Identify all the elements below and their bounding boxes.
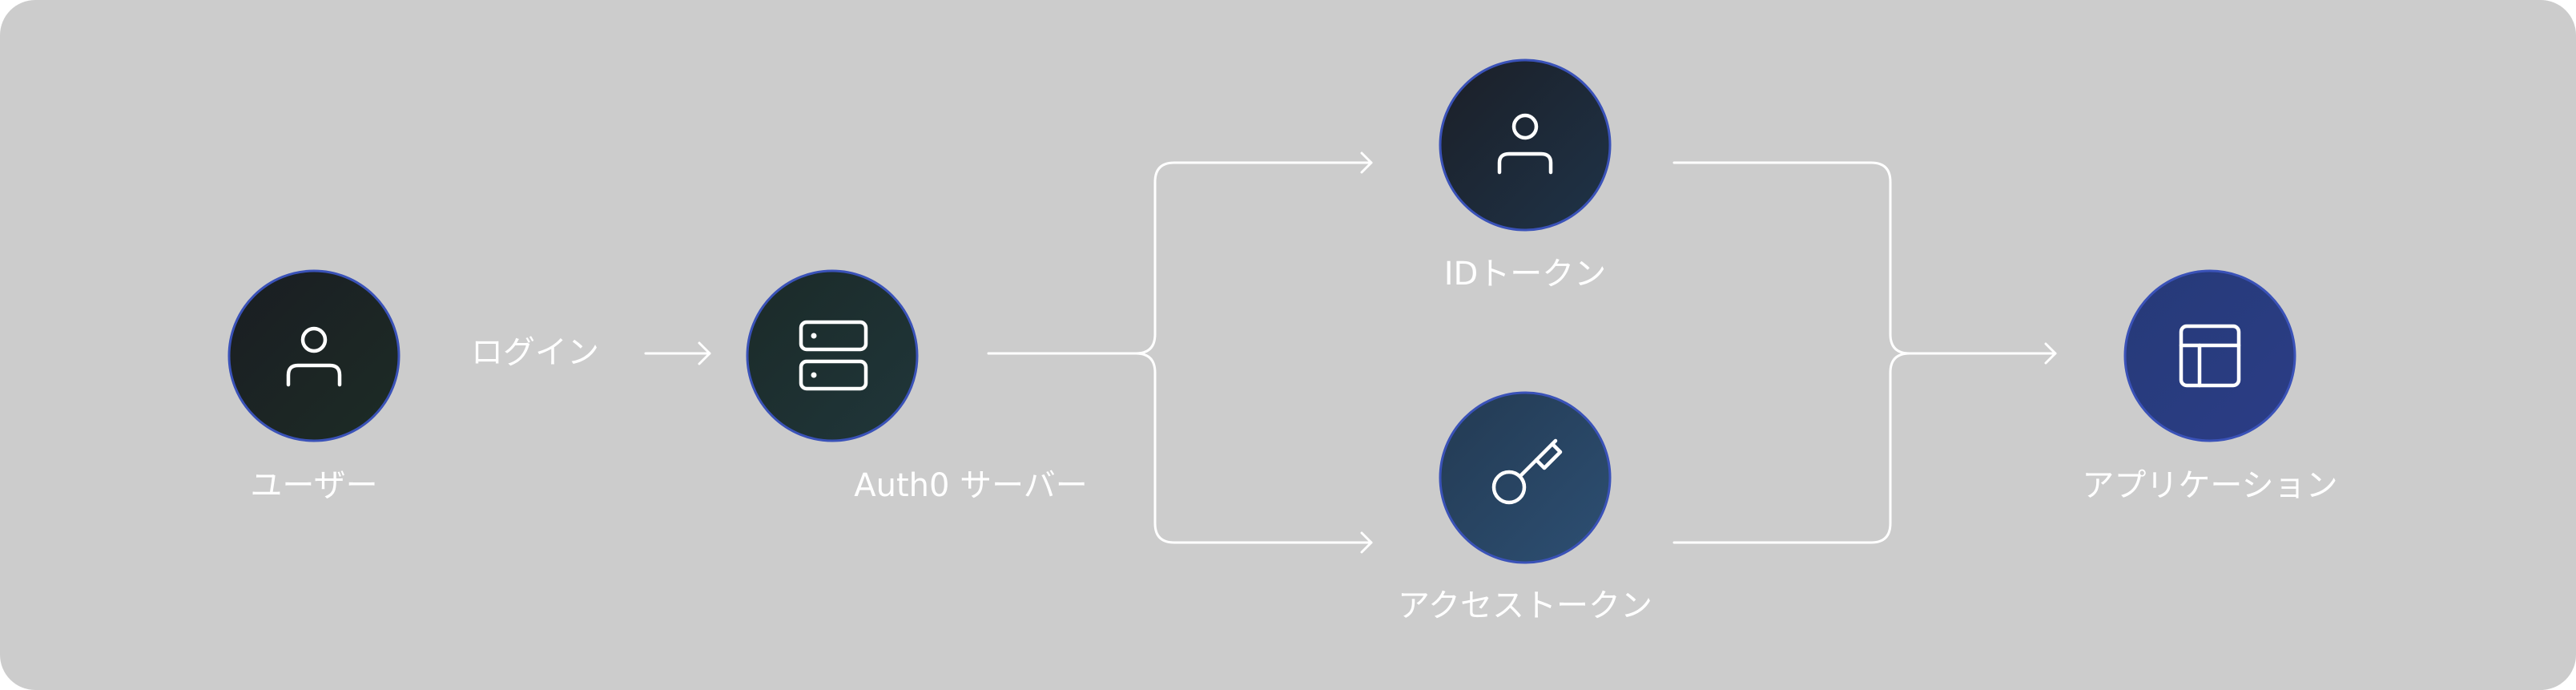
arrowhead-id-token (1360, 151, 1373, 174)
node-label-application: アプリケーション (2082, 467, 2338, 504)
server-icon (799, 320, 868, 391)
edge-auth0-to-id-token (987, 161, 1373, 355)
node-access-token (1439, 391, 1612, 564)
node-label-auth0-server: Auth0 サーバー (854, 467, 1088, 504)
node-auth0-server (746, 269, 919, 442)
node-label-id-token: IDトークン (1443, 256, 1607, 293)
app-layout-icon (2179, 324, 2241, 388)
node-application (2123, 269, 2296, 442)
node-id-token (1439, 59, 1612, 232)
key-icon (1491, 438, 1563, 505)
edge-label-login: ログイン (471, 334, 599, 371)
edge-auth0-to-access-token (1134, 352, 1373, 544)
arrowhead-access-token (1360, 531, 1373, 554)
login-arrow (644, 341, 711, 365)
node-label-user: ユーザー (250, 467, 378, 504)
edge-id-token-to-app (1672, 161, 2057, 355)
arrowhead-application (2044, 342, 2057, 365)
user-icon (286, 326, 342, 387)
node-user (227, 269, 400, 442)
edge-access-token-to-app (1672, 352, 1911, 544)
node-label-access-token: アクセストークン (1398, 587, 1652, 624)
user-icon (1497, 113, 1553, 175)
